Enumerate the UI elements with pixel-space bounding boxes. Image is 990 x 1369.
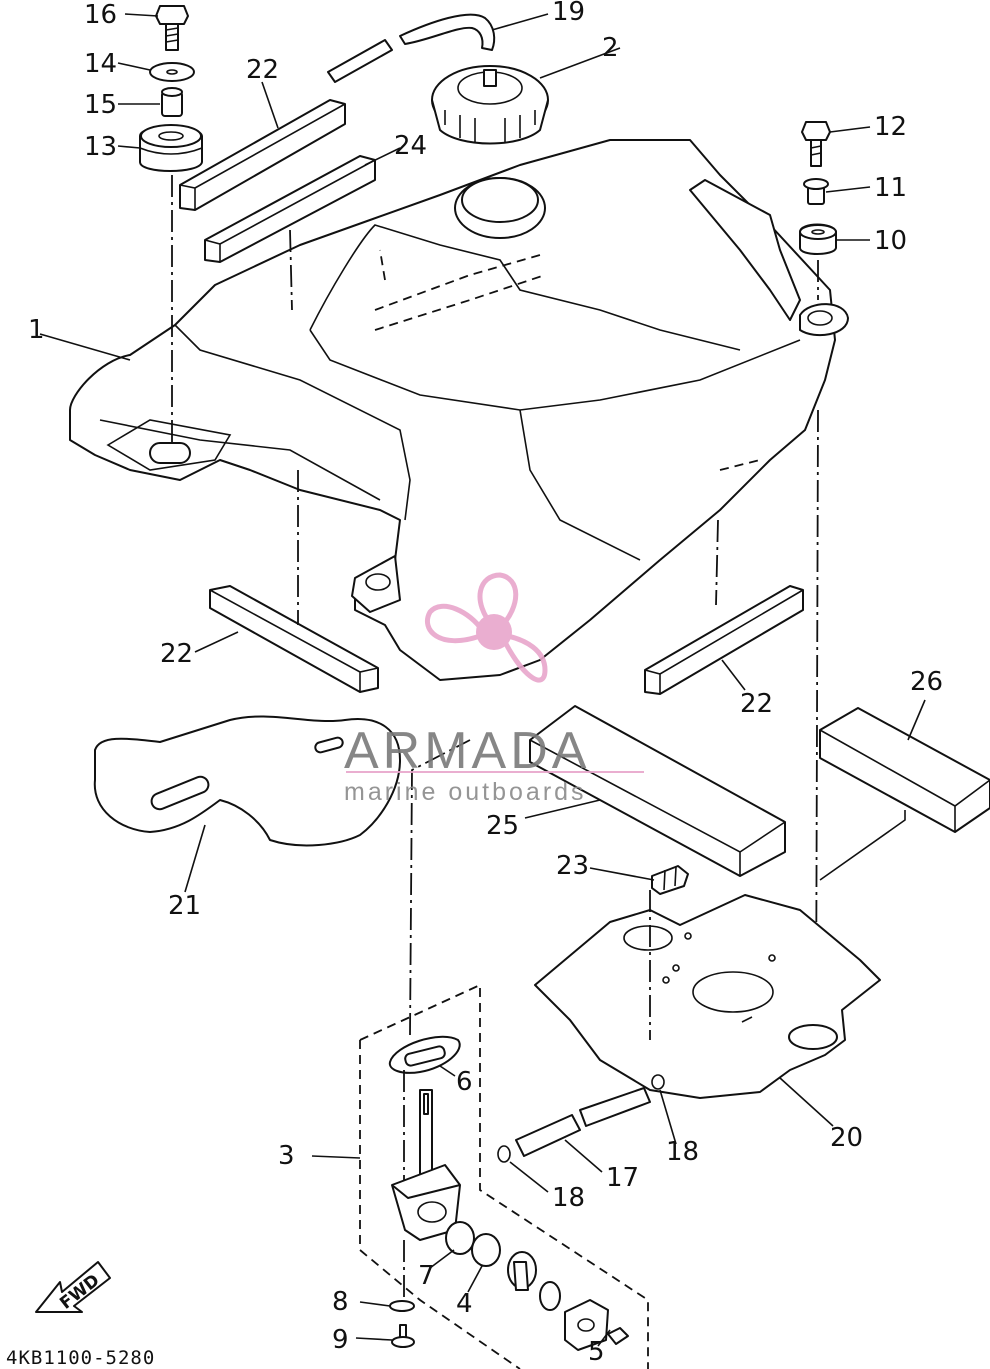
label-14: 14 [84, 49, 117, 79]
heat-insulator-left [93, 715, 401, 847]
fuel-tank [69, 139, 849, 681]
watermark-brand: ARMADA [344, 722, 590, 780]
label-10: 10 [874, 226, 907, 256]
leader-lines [39, 13, 926, 1347]
breather-hose [327, 13, 496, 83]
label-8: 8 [332, 1287, 349, 1317]
right-mount-hardware [799, 121, 837, 1031]
fuel-cock-assembly [359, 739, 649, 1369]
label-3: 3 [278, 1141, 295, 1171]
label-23: 23 [556, 851, 589, 881]
label-7: 7 [418, 1261, 435, 1291]
diagram-code: 4KB1100-5280 [6, 1347, 155, 1369]
label-11: 11 [874, 173, 907, 203]
label-21: 21 [168, 891, 201, 921]
label-18a: 18 [552, 1183, 585, 1213]
label-25: 25 [486, 811, 519, 841]
foam-pads [179, 99, 990, 881]
label-1: 1 [28, 315, 45, 345]
label-18b: 18 [666, 1137, 699, 1167]
fuel-hose [497, 1074, 665, 1163]
label-22b: 22 [160, 639, 193, 669]
label-26: 26 [910, 667, 943, 697]
label-22c: 22 [740, 689, 773, 719]
label-13: 13 [84, 132, 117, 162]
fwd-arrow-icon: FWD [35, 1261, 111, 1314]
label-4: 4 [456, 1289, 473, 1319]
left-mount-hardware [139, 5, 203, 445]
label-17: 17 [606, 1163, 639, 1193]
label-15: 15 [84, 90, 117, 120]
label-20: 20 [830, 1123, 863, 1153]
label-9: 9 [332, 1325, 349, 1355]
label-19: 19 [552, 0, 585, 27]
label-22a: 22 [246, 55, 279, 85]
label-24: 24 [394, 131, 427, 161]
part-labels: 1 2 3 4 5 6 7 8 9 10 11 12 13 14 15 16 1… [28, 0, 943, 1367]
label-12: 12 [874, 112, 907, 142]
label-16: 16 [84, 0, 117, 30]
heat-insulator-bottom [534, 890, 881, 1099]
label-5: 5 [588, 1337, 605, 1367]
watermark-tagline: marine outboards [344, 778, 587, 806]
label-2: 2 [602, 33, 619, 63]
filler-cap [431, 65, 549, 145]
label-6: 6 [456, 1067, 473, 1097]
armada-watermark: ARMADA marine outboards [344, 572, 644, 806]
propeller-logo-icon [425, 572, 548, 683]
hose-clip [651, 865, 689, 895]
